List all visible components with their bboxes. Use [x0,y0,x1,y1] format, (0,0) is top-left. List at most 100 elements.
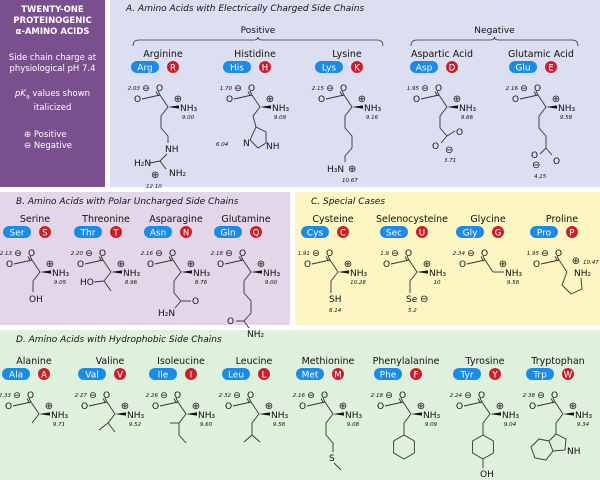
one-letter-code-badge [410,368,422,380]
bond [406,255,410,261]
side-chain-atom: O [456,128,463,138]
pka-amine: 9.04 [504,422,517,428]
bond [233,94,253,100]
minus-charge-icon: ⊖ [326,84,334,94]
bond [325,94,345,100]
plus-charge-icon: ⊕ [265,401,273,412]
legend-label: Negative [33,140,72,151]
pka-amine: 10.28 [350,280,366,286]
side-chain-atom: O [192,297,199,307]
carboxylate-oxygen: O [217,260,224,270]
one-letter-code-badge [562,368,574,380]
bond [106,401,116,415]
carbonyl-oxygen: O [239,249,246,259]
amino-acid-name: Threonine [81,214,130,225]
plus-charge-icon: ⊕ [45,401,53,412]
pka-amine: 9.09 [425,422,438,428]
plus-charge-icon: ⊕ [569,401,577,412]
one-letter-code: I [190,371,193,381]
carbonyl-oxygen: O [169,249,176,259]
pka-carboxyl: 2.13 [0,251,12,257]
amine-group: NH₃ [459,104,477,114]
one-letter-code-badge [110,226,122,238]
one-letter-code: K [354,64,360,74]
three-letter-code: Ala [9,371,23,381]
minus-icon: ⊖ [24,140,32,151]
side-chain-bond [333,462,342,471]
minus-charge-icon: ⊖ [312,249,320,259]
side-chain-bond [103,271,112,292]
amino-acid-name: Aspartic Acid [411,49,473,60]
carbonyl-oxygen: O [174,391,181,401]
bond [13,259,33,265]
carboxylate-oxygen: O [81,402,88,412]
wedge-bond [490,412,501,416]
three-letter-code: Cys [307,229,324,239]
wedge-bond [40,270,51,274]
carboxylate-oxygen: O [226,95,233,105]
one-letter-code: W [564,371,573,381]
pka-amine: 9.66 [461,115,474,121]
carboxylate-oxygen: O [5,402,12,412]
side-chain-bond [98,413,116,431]
carbonyl-oxygen: O [99,249,106,259]
side-chain-bond [539,147,547,155]
wedge-bond [251,270,262,274]
one-letter-code-badge [114,368,126,380]
pka-amine: 8.76 [195,280,208,286]
amino-acid-serine: Serine [3,214,51,274]
bond [249,90,253,96]
title-line: TWENTY-ONE [21,5,84,15]
three-letter-code-pill [453,368,481,380]
bond [224,259,244,265]
bond [104,397,108,403]
section-c-panel: C. Special Cases [295,192,600,325]
plus-charge-icon: ⊕ [572,256,580,267]
wedge-bond [115,412,126,416]
pka-carboxyl: 1.91 [298,251,310,257]
amino-acid-cysteine: Cysteine [301,214,354,274]
one-letter-code-badge [38,368,50,380]
pka-carboxyl: 2.20 [71,251,84,257]
bond [390,259,410,265]
charge-legend: ⊕ Positive ⊖ Negative [0,130,105,152]
carboxylate-oxygen: O [533,260,540,270]
amino-acid-name: Selenocysteine [376,214,448,225]
one-letter-code-badge [489,368,501,380]
bond [12,401,32,407]
amino-acid-selenocysteine: Selenocysteine [376,214,448,274]
minus-charge-icon: ⊖ [541,249,549,259]
plus-charge-icon: ⊕ [552,94,560,105]
amine-group: NH₃ [198,411,216,421]
plus-charge-icon: ⊕ [187,259,195,270]
side-chain-atom: O [531,151,538,161]
pka-carboxyl: 2.34 [453,251,466,257]
side-chain-bond [545,147,553,156]
three-letter-code: Sec [386,229,402,239]
carbonyl-oxygen: O [481,249,488,259]
side-chain-atom: ⊖ [445,145,453,156]
wedge-bond [168,105,179,109]
pka-carboxyl: 2.27 [75,393,88,399]
bond [159,401,179,407]
plus-icon: ⊕ [24,129,32,140]
bond [479,397,483,403]
minus-charge-icon: ⊖ [89,391,97,401]
pka-carboxyl: 1.9 [380,251,389,257]
bond [466,259,486,265]
one-letter-code: S [42,229,47,239]
minus-charge-icon: ⊖ [385,391,393,401]
pka-amine: 9.05 [54,280,67,286]
side-chain-bond [330,271,339,293]
side-chain-atom: OH [480,470,494,480]
bond [535,90,539,96]
side-chain-atom: H₂N [158,309,175,319]
pka-amine: 9.08 [347,422,360,428]
pka-carboxyl: 2.26 [146,393,159,399]
amino-acid-name: Tyrosine [465,356,505,367]
wedge-bond [563,412,574,416]
amino-acid-name: Methionine [302,356,355,367]
section-title: C. Special Cases [311,197,386,207]
amino-acid-name: Serine [20,214,50,225]
three-letter-code-pill [2,368,30,380]
